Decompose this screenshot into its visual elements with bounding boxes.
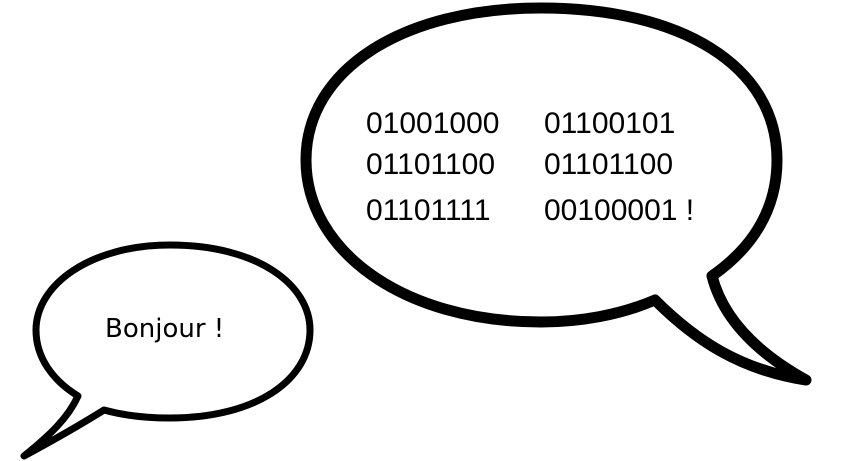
binary-row-1-left: 01001000 (366, 107, 499, 140)
binary-row-3-right: 00100001 ! (544, 194, 694, 227)
small-speech-bubble: Bonjour ! (20, 241, 314, 460)
binary-row-1-right: 01100101 (544, 107, 675, 140)
binary-row-2-left: 01101100 (366, 148, 495, 181)
large-bubble-outline (300, 2, 812, 386)
binary-message: 01001000 01100101 01101100 01101100 0110… (366, 107, 694, 227)
binary-row-2-right: 01101100 (544, 148, 673, 181)
binary-row-3-left: 01101111 (366, 194, 491, 227)
greeting-text: Bonjour ! (105, 314, 224, 344)
large-speech-bubble: 01001000 01100101 01101100 01101100 0110… (300, 2, 812, 386)
small-bubble-outline (20, 241, 314, 460)
